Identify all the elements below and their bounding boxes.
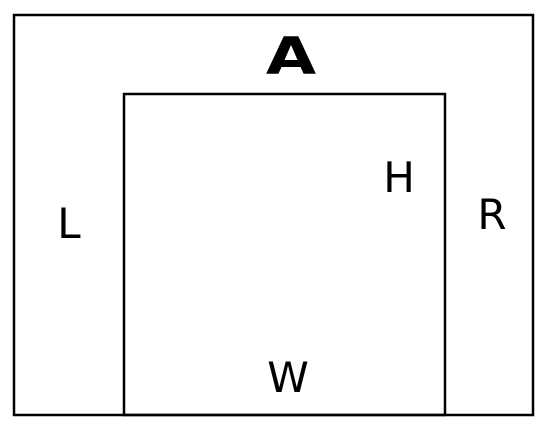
label-right: R xyxy=(477,190,506,239)
inner-rectangle xyxy=(122,92,447,417)
label-inner-height: H xyxy=(383,153,415,202)
label-outer-top: A xyxy=(266,25,317,86)
label-inner-width: W xyxy=(267,353,309,402)
label-left: L xyxy=(57,199,81,248)
